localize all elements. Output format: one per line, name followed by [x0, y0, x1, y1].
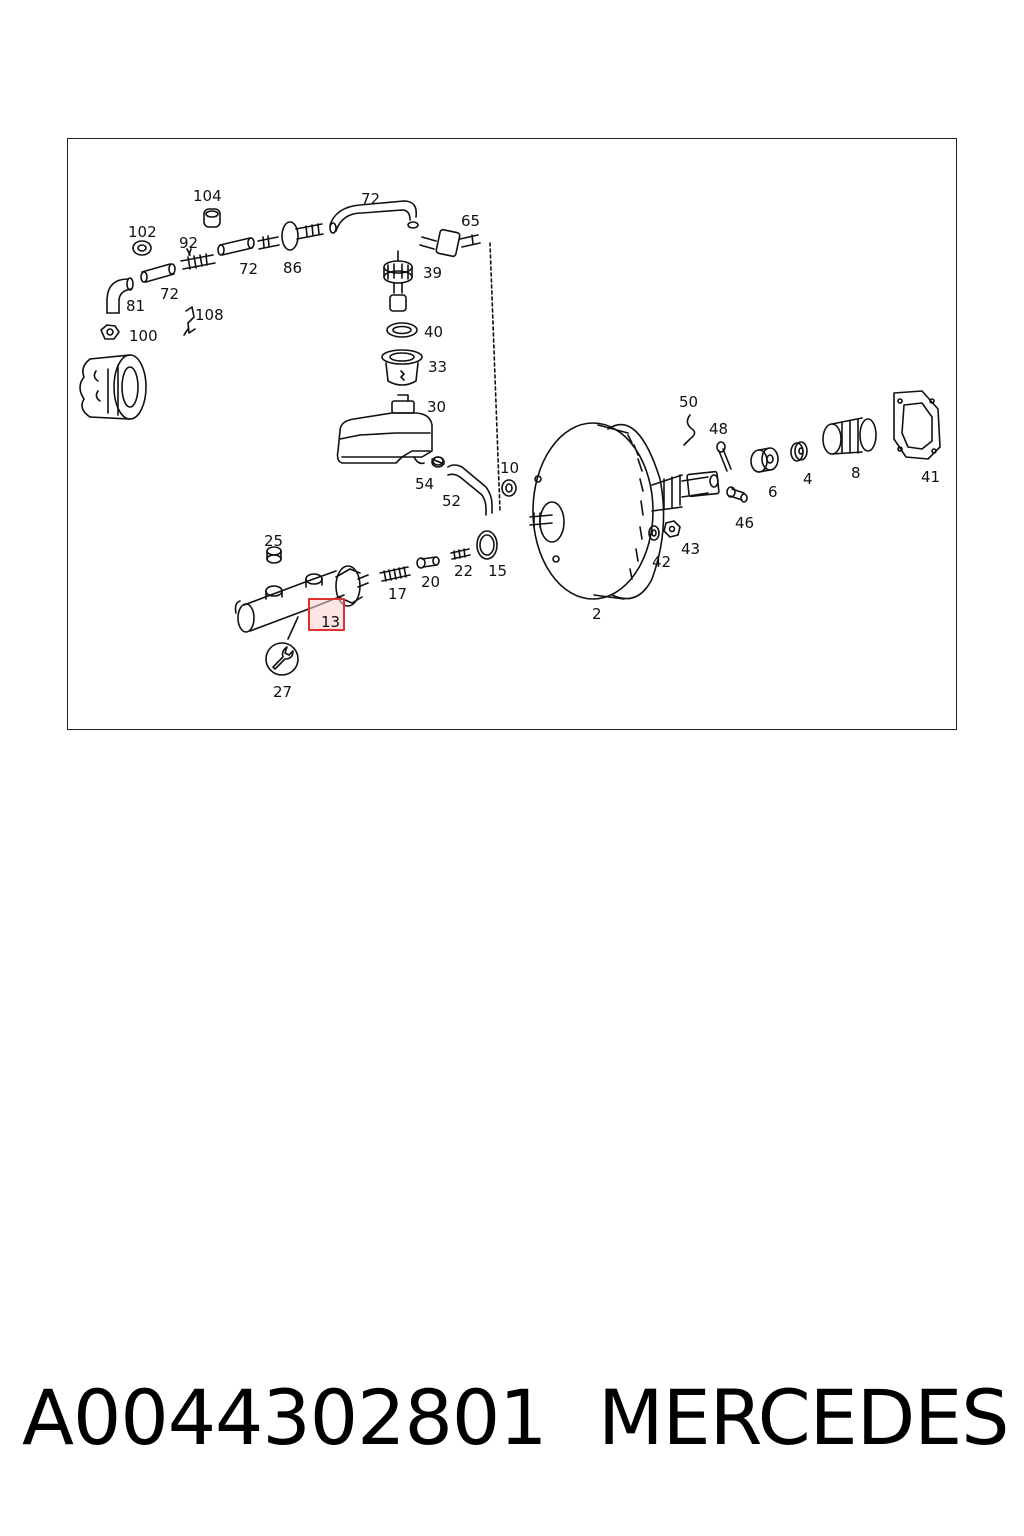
label-39: 39	[423, 264, 442, 282]
label-54: 54	[415, 475, 434, 493]
label-41: 41	[921, 468, 940, 486]
brand-text: MERCEDES	[598, 1373, 1009, 1462]
label-33: 33	[428, 358, 447, 376]
part-13-master-cylinder[interactable]	[234, 565, 369, 640]
part-81-elbow[interactable]	[106, 277, 134, 314]
part-86-check-valve[interactable]	[257, 221, 324, 251]
label-25: 25	[264, 532, 283, 550]
part-number-text: A0044302801	[22, 1373, 548, 1462]
label-81: 81	[126, 297, 145, 315]
part-22-spring[interactable]	[450, 548, 471, 560]
highlight-box-part-13	[308, 598, 345, 631]
label-13: 13	[321, 613, 340, 631]
label-4: 4	[803, 470, 813, 488]
label-72-middle: 72	[239, 260, 258, 278]
part-104-sleeve[interactable]	[203, 208, 221, 228]
part-43-nut[interactable]	[663, 520, 681, 538]
part-65-connector[interactable]	[419, 228, 481, 258]
label-2: 2	[592, 605, 602, 623]
label-92: 92	[179, 234, 198, 252]
part-40-seal-ring[interactable]	[386, 322, 418, 338]
part-33-strainer[interactable]	[381, 349, 423, 386]
part-72-hose-left[interactable]	[140, 263, 176, 283]
label-8: 8	[851, 464, 861, 482]
label-104: 104	[193, 187, 222, 205]
part-6-bushing[interactable]	[750, 447, 779, 473]
label-27: 27	[273, 683, 292, 701]
part-48-cotter-pin[interactable]	[716, 441, 732, 472]
label-17: 17	[388, 585, 407, 603]
label-15: 15	[488, 562, 507, 580]
part-41-gasket[interactable]	[893, 390, 941, 460]
label-20: 20	[421, 573, 440, 591]
label-43: 43	[681, 540, 700, 558]
part-50-spring-clip[interactable]	[683, 414, 696, 446]
label-30: 30	[427, 398, 446, 416]
vacuum-pump-housing[interactable]	[79, 354, 147, 420]
parts-diagram-frame: 104 102 92 72 65 39 81 72 72 86 108 100 …	[67, 138, 957, 730]
part-100-nut[interactable]	[100, 324, 120, 340]
label-50: 50	[679, 393, 698, 411]
label-102: 102	[128, 223, 157, 241]
part-102-cap[interactable]	[132, 240, 152, 256]
label-42: 42	[652, 553, 671, 571]
part-4-washer[interactable]	[790, 441, 808, 462]
part-27-tool-icon[interactable]	[265, 642, 299, 676]
label-65: 65	[461, 212, 480, 230]
label-46: 46	[735, 514, 754, 532]
label-72-top: 72	[361, 190, 380, 208]
label-108: 108	[195, 306, 224, 324]
part-52-hose[interactable]	[447, 464, 493, 516]
part-25-plug[interactable]	[266, 546, 282, 564]
label-40: 40	[424, 323, 443, 341]
part-72-hose-middle[interactable]	[217, 237, 255, 256]
part-10-grommet[interactable]	[501, 479, 517, 497]
label-48: 48	[709, 420, 728, 438]
part-20-piston[interactable]	[416, 556, 440, 569]
part-92-check-valve[interactable]	[180, 248, 216, 270]
part-15-o-ring[interactable]	[476, 530, 498, 560]
label-22: 22	[454, 562, 473, 580]
label-6: 6	[768, 483, 778, 501]
part-42-washer[interactable]	[648, 525, 660, 541]
part-54-grommet[interactable]	[431, 456, 445, 468]
part-72-hose-top[interactable]	[329, 200, 419, 234]
part-39-reservoir-cap[interactable]	[383, 250, 413, 312]
label-10: 10	[500, 459, 519, 477]
part-17-spring[interactable]	[379, 566, 411, 582]
exploded-parts-diagram: 104 102 92 72 65 39 81 72 72 86 108 100 …	[79, 187, 941, 701]
part-2-brake-booster[interactable]	[529, 422, 720, 600]
label-72-left: 72	[160, 285, 179, 303]
part-30-brake-fluid-reservoir[interactable]	[336, 394, 444, 466]
label-52: 52	[442, 492, 461, 510]
leader-line-65-10	[489, 242, 501, 512]
part-46-clevis-pin[interactable]	[726, 486, 748, 503]
part-108-clip[interactable]	[183, 306, 196, 336]
label-86: 86	[283, 259, 302, 277]
label-100: 100	[129, 327, 158, 345]
caption-bar: A0044302801 MERCEDES	[0, 1370, 1024, 1480]
part-8-rubber-boot[interactable]	[822, 417, 877, 455]
